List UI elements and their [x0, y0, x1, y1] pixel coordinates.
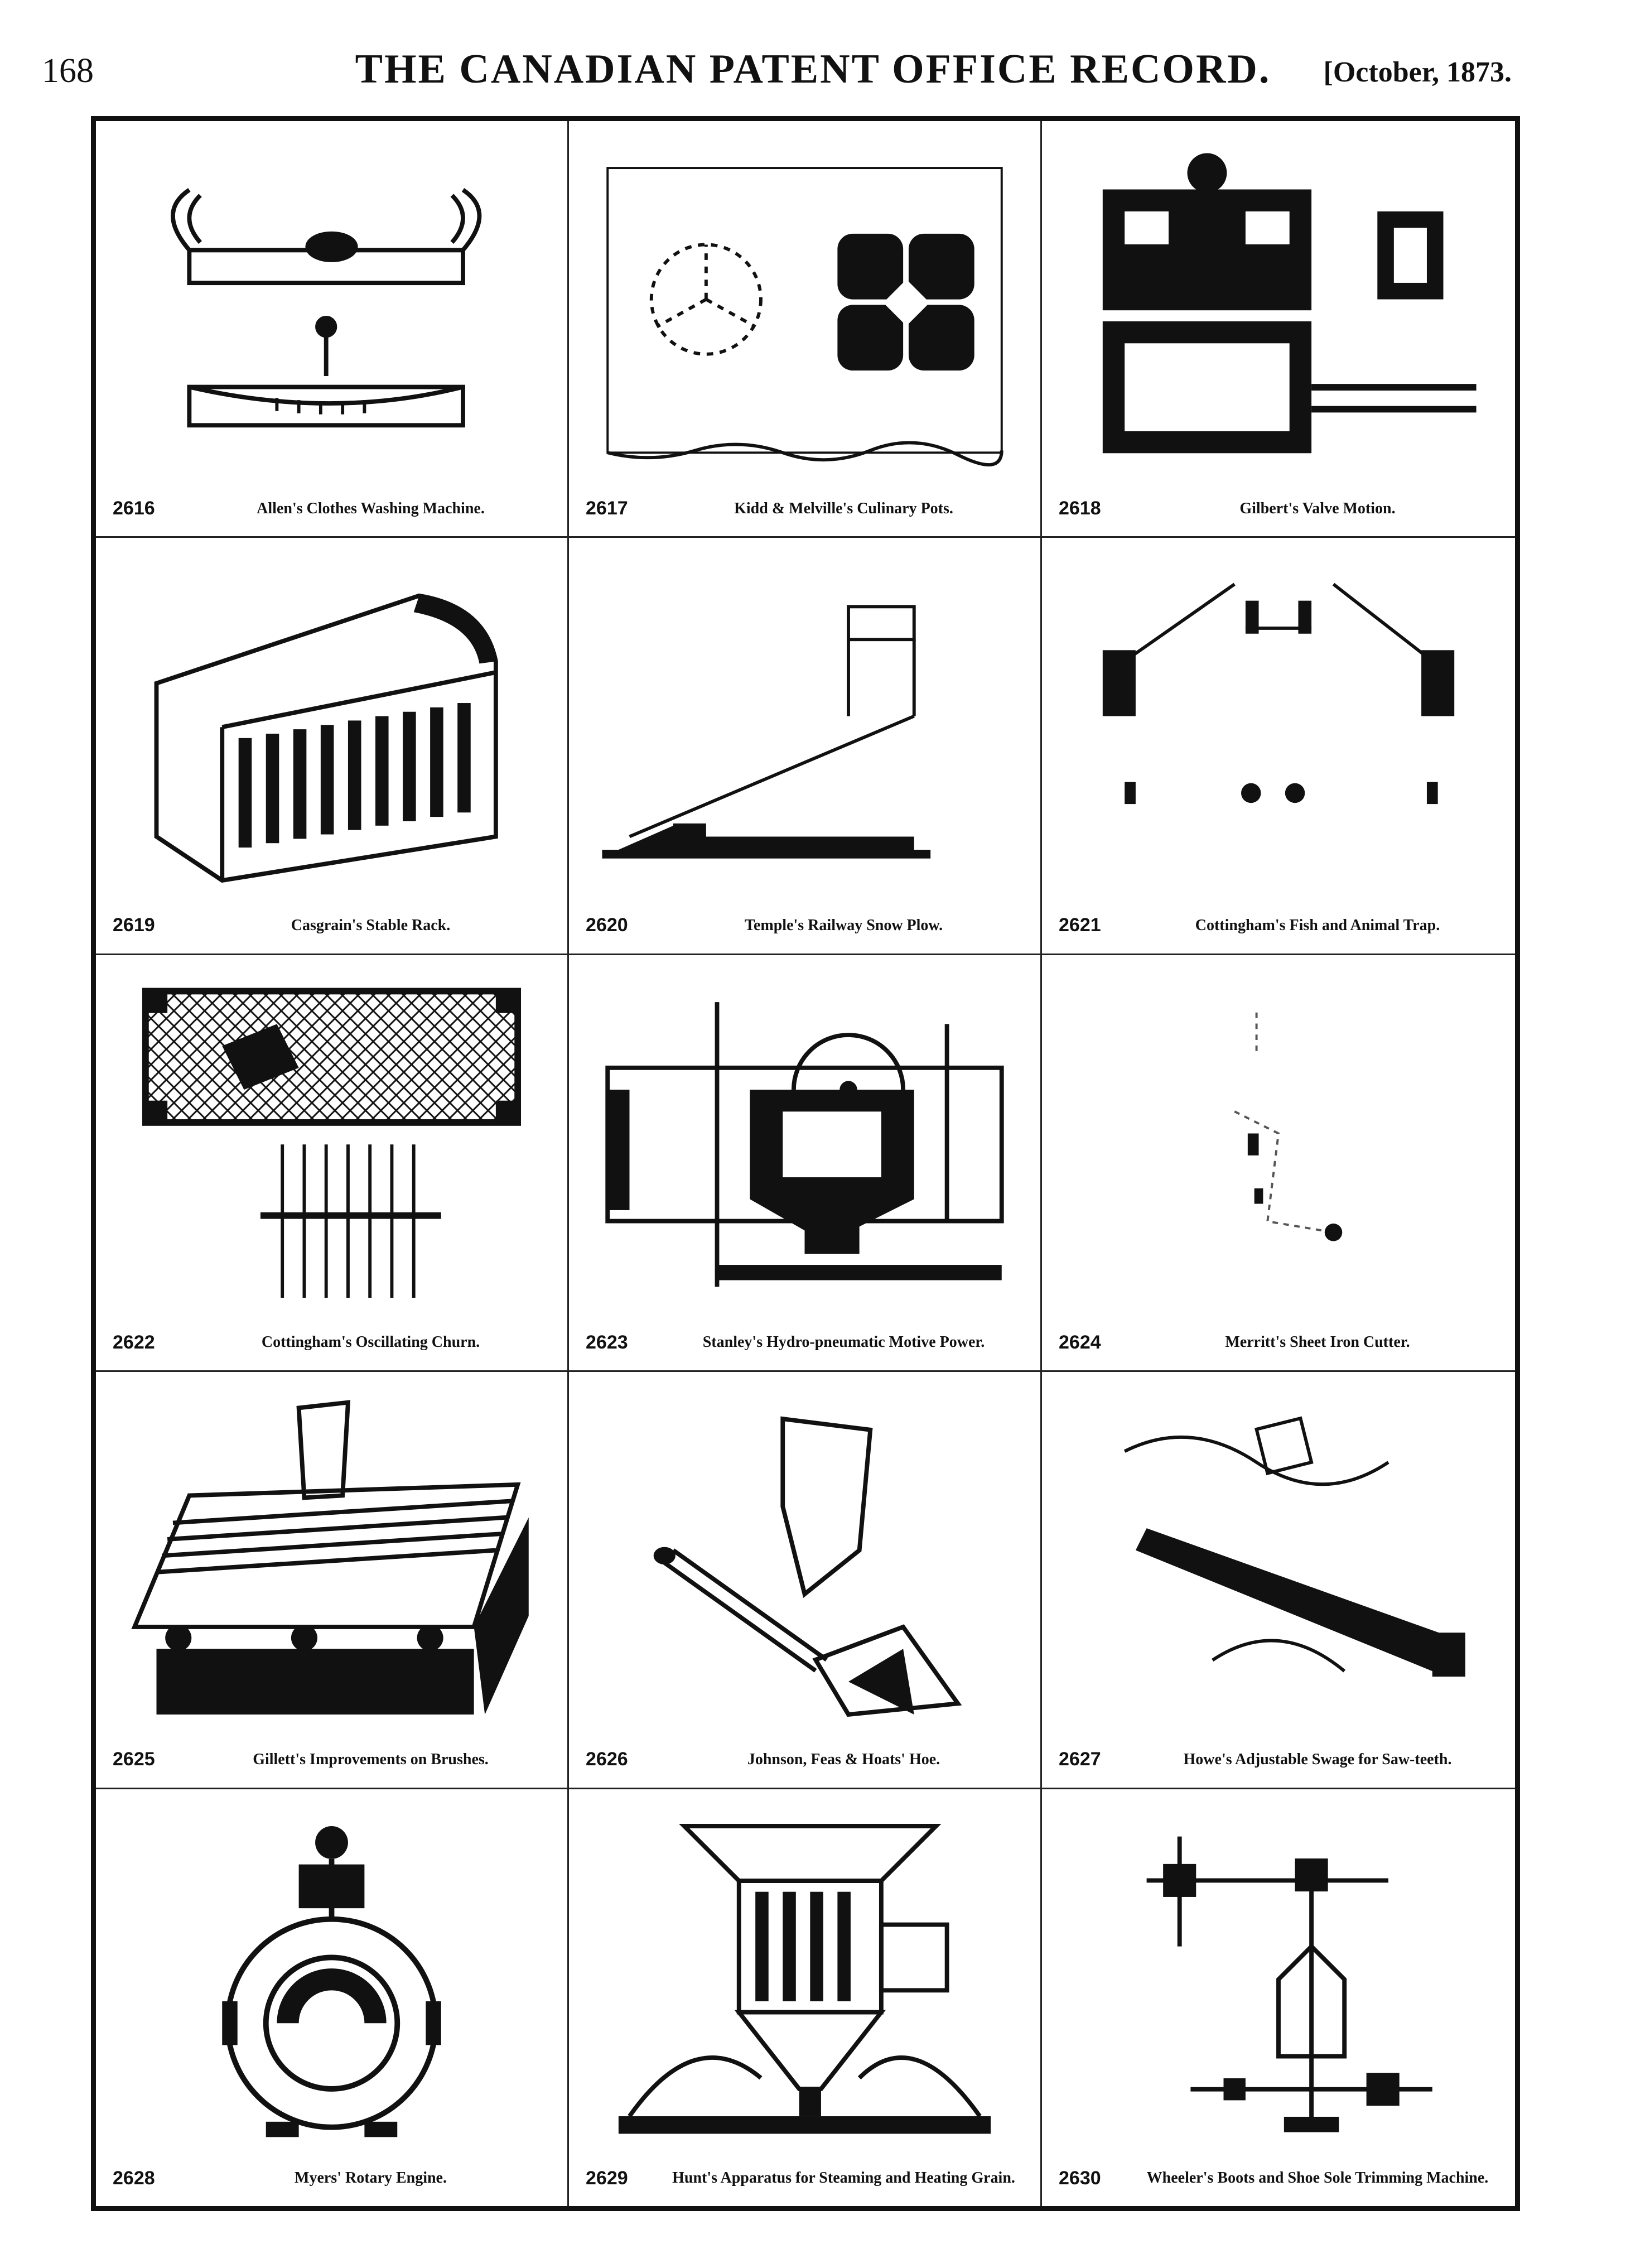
patent-number: 2623 — [586, 1331, 628, 1353]
page-number: 168 — [42, 52, 94, 90]
figure-caption: 2616 Allen's Clothes Washing Machine. — [113, 490, 551, 526]
figure-caption: 2620 Temple's Railway Snow Plow. — [586, 908, 1024, 943]
invention-title: Cottingham's Fish and Animal Trap. — [1195, 917, 1440, 934]
figure-cell-2625: 2625 Gillett's Improvements on Brushes. — [96, 1372, 569, 1789]
patent-number: 2616 — [113, 497, 155, 519]
invention-title: Howe's Adjustable Swage for Saw-teeth. — [1183, 1750, 1452, 1768]
figure-cell-2627: 2627 Howe's Adjustable Swage for Saw-tee… — [1042, 1372, 1515, 1789]
valve-motion-illustration — [1059, 133, 1498, 487]
figure-caption: 2624 Merritt's Sheet Iron Cutter. — [1059, 1325, 1498, 1360]
figure-cell-2618: 2618 Gilbert's Valve Motion. — [1042, 121, 1515, 538]
patent-number: 2628 — [113, 2167, 155, 2189]
figure-cell-2622: 2622 Cottingham's Oscillating Churn. — [96, 955, 569, 1373]
figure-caption: 2623 Stanley's Hydro-pneumatic Motive Po… — [586, 1325, 1024, 1360]
grain-steaming-apparatus-illustration — [586, 1802, 1024, 2157]
invention-title: Kidd & Melville's Culinary Pots. — [734, 499, 953, 517]
snow-plow-illustration — [586, 550, 1024, 904]
patent-number: 2624 — [1059, 1331, 1101, 1353]
patent-number: 2627 — [1059, 1749, 1101, 1770]
patent-number: 2630 — [1059, 2167, 1101, 2189]
figure-caption: 2625 Gillett's Improvements on Brushes. — [113, 1742, 551, 1778]
invention-title: Casgrain's Stable Rack. — [291, 917, 451, 934]
invention-title: Merritt's Sheet Iron Cutter. — [1225, 1333, 1410, 1351]
figure-cell-2620: 2620 Temple's Railway Snow Plow. — [569, 538, 1042, 955]
figure-caption: 2629 Hunt's Apparatus for Steaming and H… — [586, 2160, 1024, 2196]
figure-cell-2630: 2630 Wheeler's Boots and Shoe Sole Trimm… — [1042, 1789, 1515, 2206]
patent-number: 2619 — [113, 914, 155, 936]
animal-trap-illustration — [1059, 550, 1498, 904]
invention-title: Temple's Railway Snow Plow. — [744, 917, 943, 934]
figure-cell-2619: 2619 Casgrain's Stable Rack. — [96, 538, 569, 955]
figure-cell-2629: 2629 Hunt's Apparatus for Steaming and H… — [569, 1789, 1042, 2206]
figure-cell-2617: 2617 Kidd & Melville's Culinary Pots. — [569, 121, 1042, 538]
washing-machine-illustration — [113, 133, 551, 487]
figure-cell-2623: 2623 Stanley's Hydro-pneumatic Motive Po… — [569, 955, 1042, 1373]
patent-number: 2629 — [586, 2167, 628, 2189]
invention-title: Allen's Clothes Washing Machine. — [257, 499, 485, 517]
figure-caption: 2621 Cottingham's Fish and Animal Trap. — [1059, 908, 1498, 943]
invention-title: Gilbert's Valve Motion. — [1239, 499, 1396, 517]
figure-caption: 2628 Myers' Rotary Engine. — [113, 2160, 551, 2196]
figure-caption: 2618 Gilbert's Valve Motion. — [1059, 490, 1498, 526]
hoe-illustration — [586, 1384, 1024, 1738]
page-header: 168 THE CANADIAN PATENT OFFICE RECORD. [… — [0, 0, 1626, 112]
motive-power-illustration — [586, 967, 1024, 1321]
rotary-engine-illustration — [113, 1802, 551, 2157]
figure-cell-2616: 2616 Allen's Clothes Washing Machine. — [96, 121, 569, 538]
invention-title: Johnson, Feas & Hoats' Hoe. — [747, 1750, 940, 1768]
figure-cell-2628: 2628 Myers' Rotary Engine. — [96, 1789, 569, 2206]
invention-title: Stanley's Hydro-pneumatic Motive Power. — [702, 1333, 985, 1351]
invention-title: Myers' Rotary Engine. — [295, 2169, 447, 2187]
figure-cell-2621: 2621 Cottingham's Fish and Animal Trap. — [1042, 538, 1515, 955]
invention-title: Gillett's Improvements on Brushes. — [253, 1750, 489, 1768]
figure-caption: 2630 Wheeler's Boots and Shoe Sole Trimm… — [1059, 2160, 1498, 2196]
stable-rack-illustration — [113, 550, 551, 904]
patent-number: 2625 — [113, 1749, 155, 1770]
figure-cell-2624: 2624 Merritt's Sheet Iron Cutter. — [1042, 955, 1515, 1373]
issue-date: [October, 1873. — [1323, 56, 1512, 88]
figure-grid: 2616 Allen's Clothes Washing Machine. — [96, 121, 1515, 2206]
patent-number: 2626 — [586, 1749, 628, 1770]
patent-number: 2617 — [586, 497, 628, 519]
brush-illustration — [113, 1384, 551, 1738]
culinary-pots-illustration — [586, 133, 1024, 487]
journal-title: THE CANADIAN PATENT OFFICE RECORD. — [355, 46, 1271, 92]
figure-caption: 2627 Howe's Adjustable Swage for Saw-tee… — [1059, 1742, 1498, 1778]
patent-number: 2622 — [113, 1331, 155, 1353]
figure-caption: 2619 Casgrain's Stable Rack. — [113, 908, 551, 943]
churn-illustration — [113, 967, 551, 1321]
patent-number: 2620 — [586, 914, 628, 936]
patent-number: 2618 — [1059, 497, 1101, 519]
invention-title: Cottingham's Oscillating Churn. — [261, 1333, 480, 1351]
figure-caption: 2617 Kidd & Melville's Culinary Pots. — [586, 490, 1024, 526]
figure-caption: 2622 Cottingham's Oscillating Churn. — [113, 1325, 551, 1360]
sole-trimming-machine-illustration — [1059, 1802, 1498, 2157]
figure-cell-2626: 2626 Johnson, Feas & Hoats' Hoe. — [569, 1372, 1042, 1789]
invention-title: Wheeler's Boots and Shoe Sole Trimming M… — [1146, 2169, 1489, 2187]
patent-number: 2621 — [1059, 914, 1101, 936]
sheet-iron-cutter-illustration — [1059, 967, 1498, 1321]
invention-title: Hunt's Apparatus for Steaming and Heatin… — [672, 2169, 1015, 2187]
figure-caption: 2626 Johnson, Feas & Hoats' Hoe. — [586, 1742, 1024, 1778]
figure-plate: 2616 Allen's Clothes Washing Machine. — [91, 116, 1520, 2211]
saw-swage-illustration — [1059, 1384, 1498, 1738]
